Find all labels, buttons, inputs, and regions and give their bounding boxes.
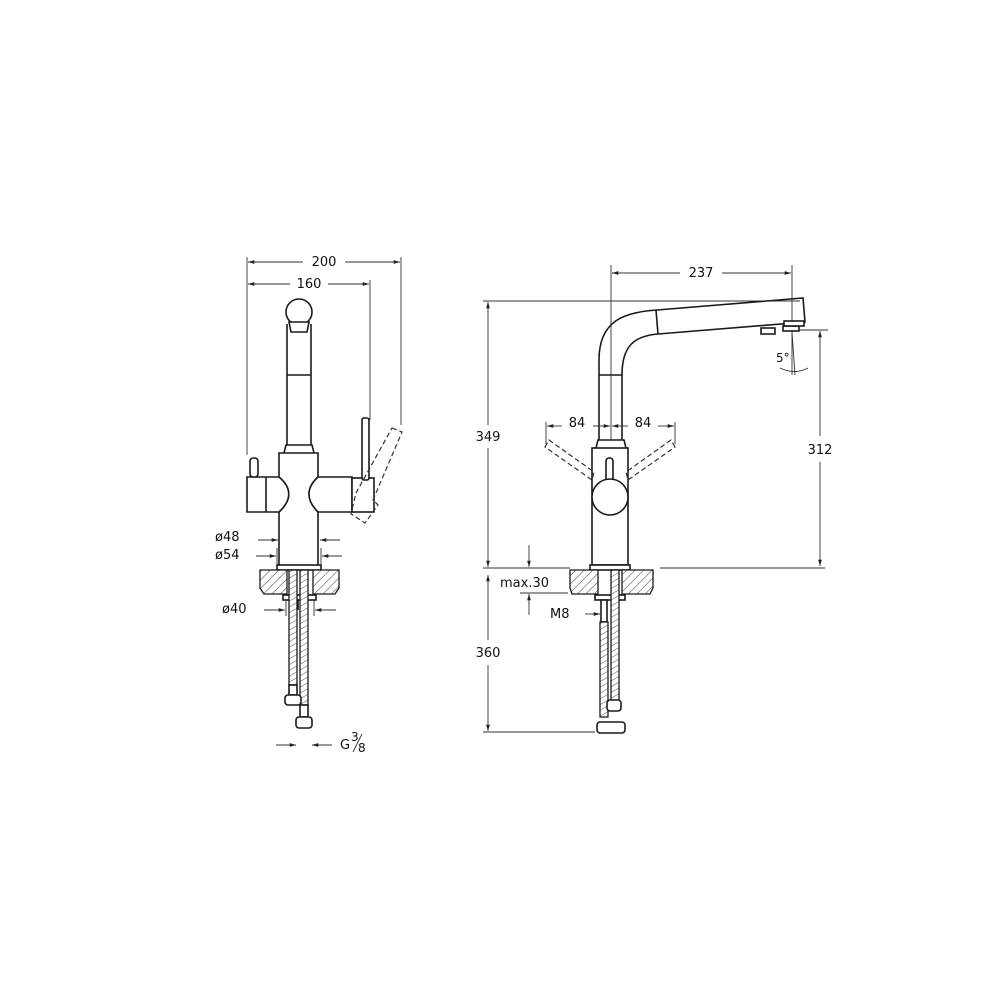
dim-label-349: 349	[476, 430, 501, 445]
dim-body-diameters: ø48 ø54	[215, 530, 342, 565]
dim-label-d48: ø48	[215, 530, 240, 545]
dim-hose-length: 360	[476, 575, 595, 733]
dim-mounting-hole: ø40	[222, 600, 336, 617]
supply-hoses-front	[284, 569, 313, 729]
dim-overall-width: 200	[246, 255, 402, 455]
dim-label-max30: max.30	[500, 576, 549, 591]
dim-label-m8: M8	[550, 607, 570, 622]
dim-label-237: 237	[689, 266, 714, 281]
dim-total-height: 349	[476, 300, 800, 569]
dim-label-160: 160	[297, 277, 322, 292]
dim-stud-thread: M8	[550, 607, 600, 622]
dim-label-d40: ø40	[222, 602, 247, 617]
front-view: 200 160	[215, 255, 403, 755]
dim-label-84-left: 84	[569, 416, 586, 431]
faucet-spout-front	[283, 298, 315, 454]
dim-label-312: 312	[808, 443, 833, 458]
faucet-body-side	[544, 439, 676, 571]
dim-label-360: 360	[476, 646, 501, 661]
dim-spout-reach: 237	[610, 265, 793, 440]
dim-label-d54: ø54	[215, 548, 240, 563]
dim-outlet-height: 312	[660, 329, 833, 569]
faucet-body-front	[246, 417, 403, 571]
dim-label-200: 200	[312, 255, 337, 270]
side-view: 237 349 5°	[476, 265, 833, 734]
supply-hoses-side	[596, 569, 626, 734]
dim-deck-thickness: max.30	[500, 545, 568, 615]
dim-lever-swing: 84 84	[545, 416, 676, 444]
dim-connection-thread: G 3 8	[276, 730, 366, 755]
faucet-spout-side	[598, 297, 806, 440]
dim-label-g: G	[340, 738, 350, 753]
dim-label-5deg: 5°	[776, 351, 790, 365]
dim-label-84-right: 84	[635, 416, 652, 431]
dim-label-g-den: 8	[358, 741, 366, 755]
sink-deck-side	[569, 569, 654, 601]
dim-handle-span: 160	[248, 277, 371, 420]
dim-spout-angle: 5°	[776, 331, 809, 376]
dim-label-g-num: 3	[351, 730, 359, 744]
